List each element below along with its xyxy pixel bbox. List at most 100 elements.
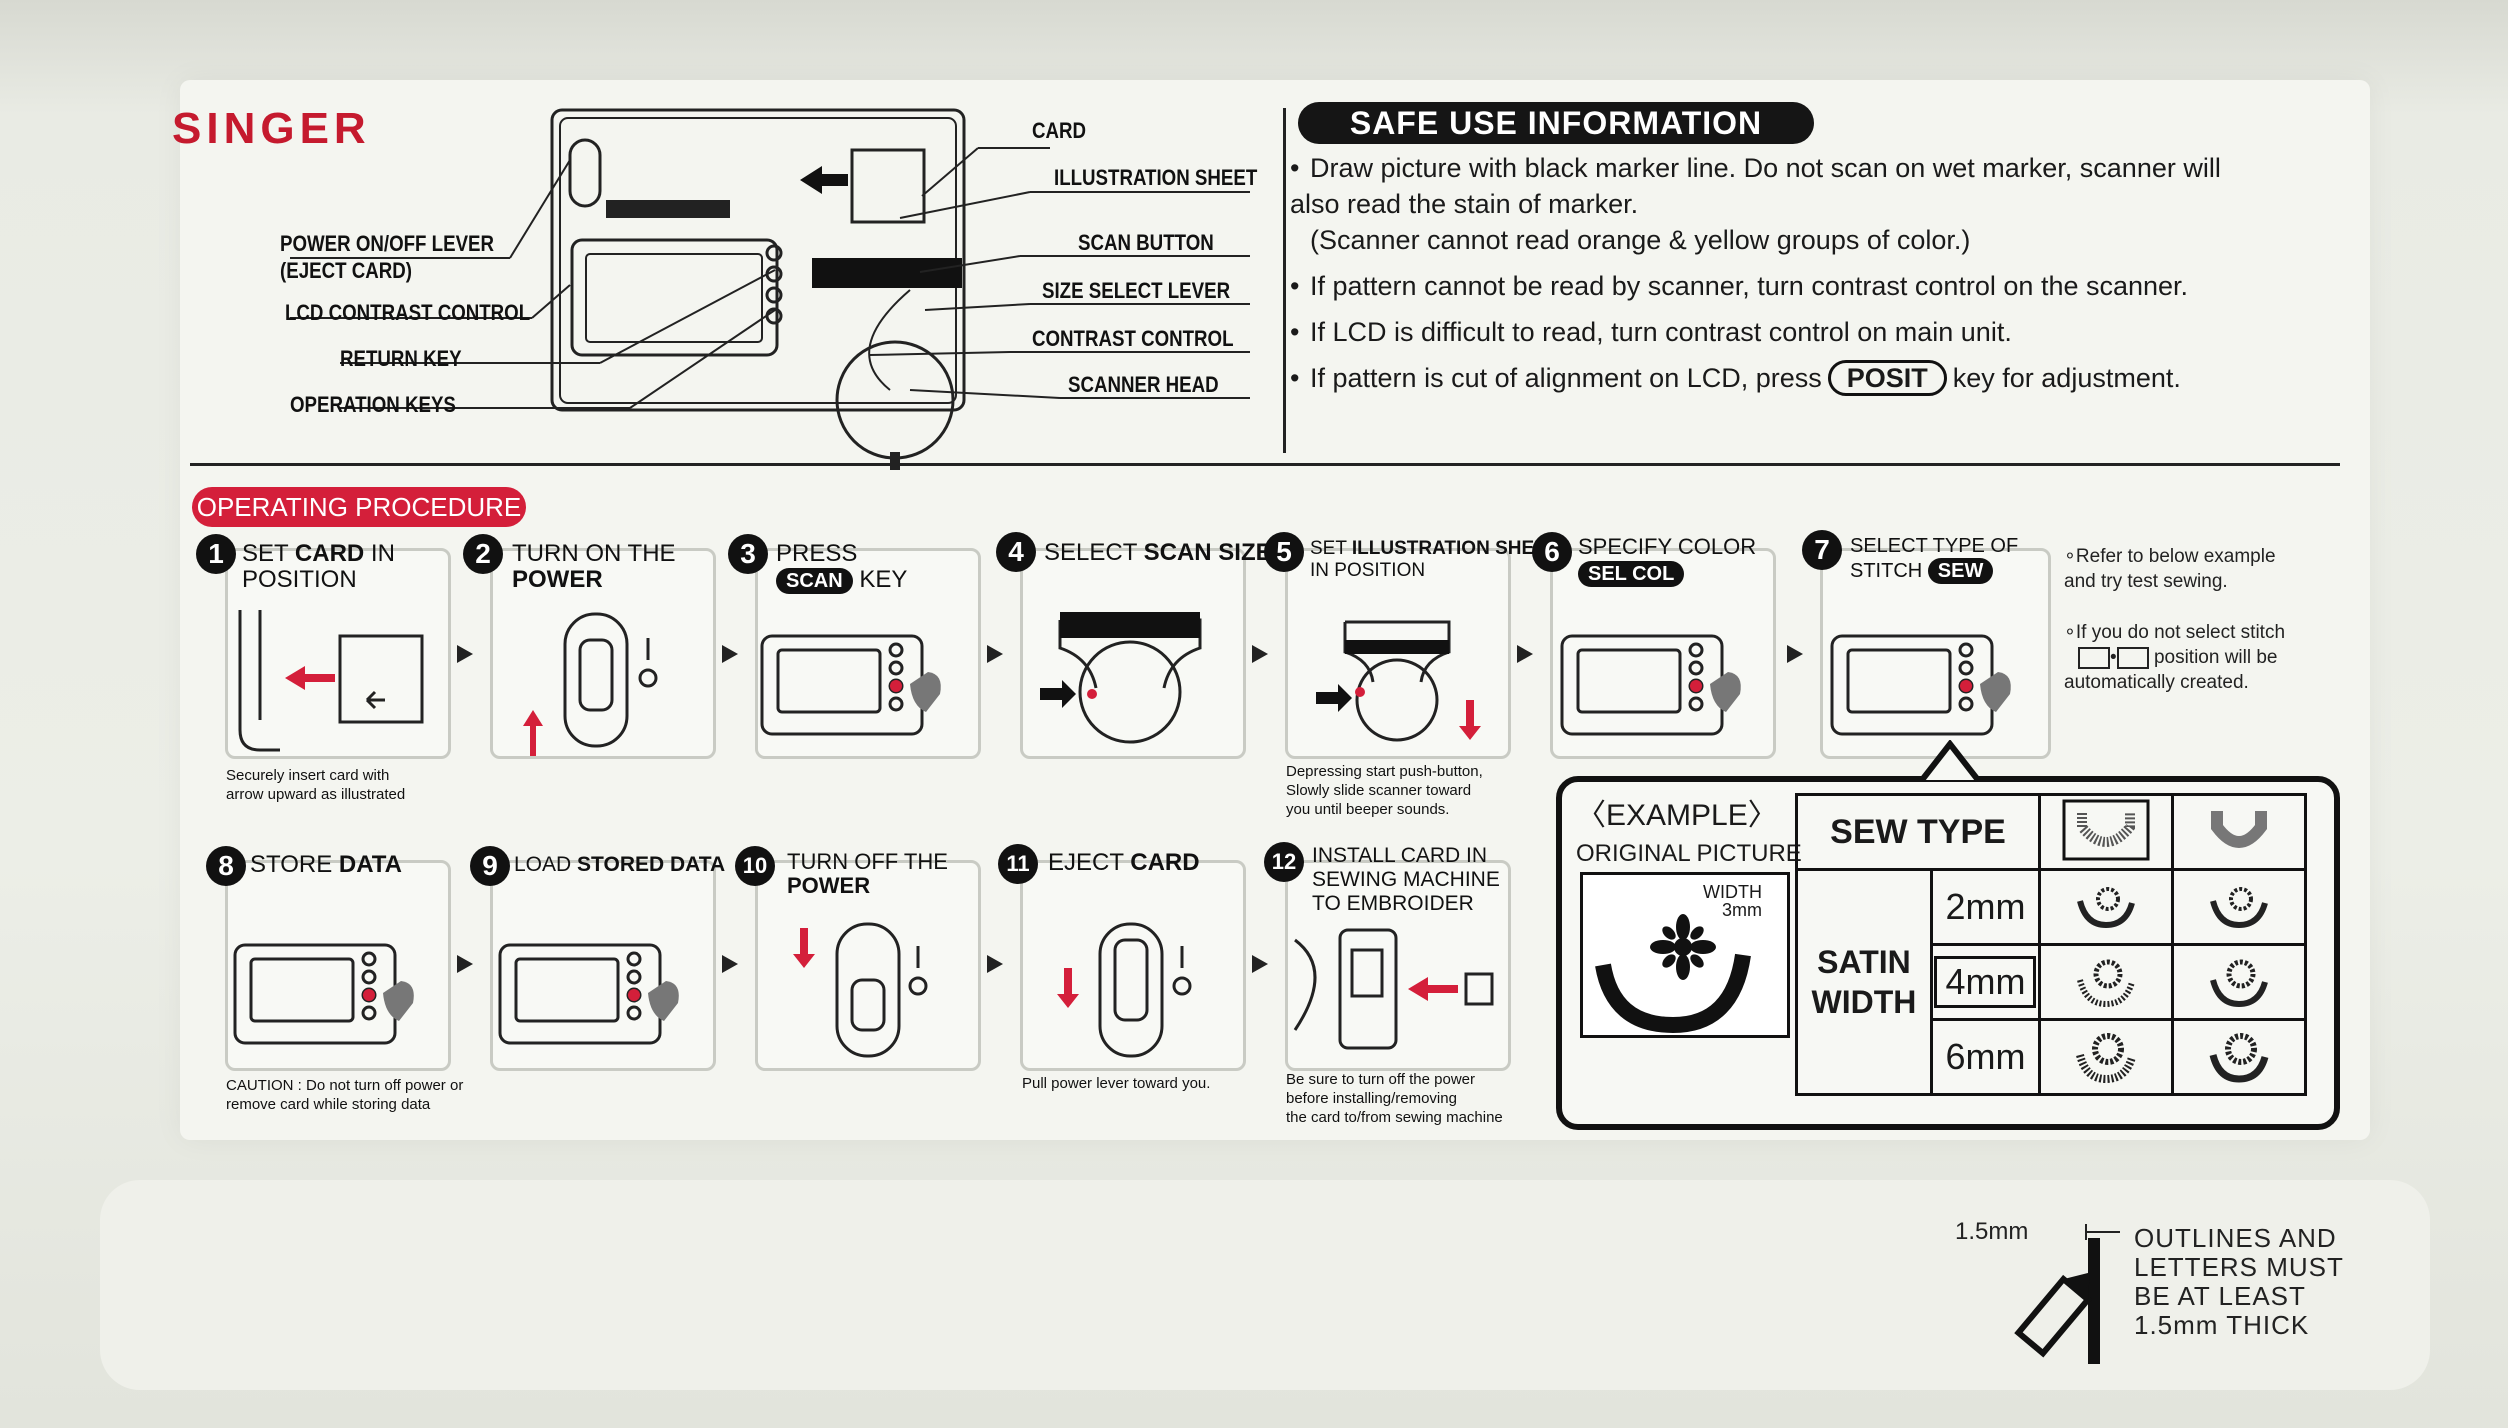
- step-box-2: [490, 548, 716, 759]
- step-number: 12: [1264, 842, 1304, 882]
- brand-logo: SINGER: [172, 104, 371, 153]
- step-number: 7: [1802, 530, 1842, 570]
- stitch-sample-icon: [2038, 868, 2174, 946]
- step-number: 5: [1264, 532, 1304, 572]
- safe-use-item: key for adjustment.: [1952, 363, 2181, 393]
- 4mm-icon: [2116, 646, 2149, 669]
- posit-key: POSIT: [1827, 360, 1947, 396]
- device-diagram: [290, 108, 1250, 470]
- step-box-11: [1020, 860, 1246, 1071]
- label-power-lever: POWER ON/OFF LEVER (EJECT CARD): [280, 231, 495, 283]
- sew-type-fill-icon: [2038, 793, 2174, 871]
- divider-vertical: [1283, 108, 1286, 453]
- safe-use-title: SAFE USE INFORMATION: [1298, 102, 1814, 144]
- sew-type-table: SEW TYPE SATIN WIDTH 2mm 4mm 6mm: [1795, 793, 2307, 1096]
- step-box-9: [490, 860, 716, 1071]
- step-title-7: SELECT TYPE OF STITCH SEW: [1850, 535, 2019, 584]
- step-title-3: PRESS SCAN KEY: [776, 540, 908, 594]
- step-box-8: [225, 860, 451, 1071]
- label-size-select: SIZE SELECT LEVER: [1042, 278, 1231, 303]
- step-number: 1: [196, 534, 236, 574]
- step-title-5: SET ILLUSTRATION SHEET IN POSITION: [1310, 538, 1559, 581]
- width-label: WIDTH 3mm: [1703, 882, 1762, 920]
- step-note-5: Depressing start push-button, Slowly sli…: [1286, 763, 1483, 818]
- label-lcd-contrast: LCD CONTRAST CONTROL: [285, 300, 531, 325]
- sel-col-key: SEL COL: [1578, 561, 1685, 587]
- step-arrow: [1517, 645, 1533, 663]
- stitch-sample-icon: [2171, 943, 2307, 1021]
- step-number: 3: [728, 534, 768, 574]
- callout-pointer: [1920, 740, 1980, 782]
- stitch-sample-icon: [2171, 868, 2307, 946]
- step-arrow: [1252, 645, 1268, 663]
- label-card: CARD: [1032, 118, 1087, 143]
- original-picture-label: ORIGINAL PICTURE: [1576, 840, 1802, 867]
- example-title: 〈EXAMPLE〉: [1576, 799, 1778, 832]
- step-arrow: [722, 645, 738, 663]
- original-picture: WIDTH 3mm: [1580, 872, 1790, 1038]
- safe-use-item: If LCD is difficult to read, turn contra…: [1310, 317, 2012, 347]
- safe-use-item: If pattern is cut of alignment on LCD, p…: [1310, 363, 1822, 393]
- flower-picture: [1595, 914, 1751, 1034]
- step-number: 9: [470, 846, 510, 886]
- step-note-1: Securely insert card with arrow upward a…: [226, 767, 406, 803]
- step-number: 11: [998, 844, 1038, 884]
- step-note-11: Pull power lever toward you.: [1022, 1075, 1211, 1092]
- sew-type-header: SEW TYPE: [1795, 793, 2041, 871]
- thickness-measure: 1.5mm: [1955, 1218, 2029, 1245]
- step-title-11: EJECT CARD: [1048, 849, 1200, 876]
- satin-width-label: SATIN WIDTH: [1795, 868, 1933, 1096]
- stitch-sample-icon: [2038, 943, 2174, 1021]
- step-arrow: [722, 955, 738, 973]
- step-title-4: SELECT SCAN SIZE: [1044, 539, 1272, 566]
- operating-procedure-title: OPERATING PROCEDURE: [192, 487, 526, 527]
- step-number: 4: [996, 532, 1036, 572]
- step-number: 6: [1532, 532, 1572, 572]
- step-arrow: [457, 645, 473, 663]
- size-4mm: 4mm: [1929, 943, 2042, 1021]
- size-6mm: 6mm: [1929, 1018, 2042, 1096]
- step-arrow: [457, 955, 473, 973]
- step-title-2: TURN ON THE POWER: [512, 540, 676, 593]
- side-note-default: ∘If you do not select stitch• position w…: [2064, 622, 2286, 693]
- step-title-10: TURN OFF THE POWER: [787, 849, 948, 898]
- step-arrow: [1787, 645, 1803, 663]
- step-arrow: [987, 955, 1003, 973]
- step-box-10: [755, 860, 981, 1071]
- step-number: 10: [735, 846, 775, 886]
- size-2mm: 2mm: [1929, 868, 2042, 946]
- sew-key: SEW: [1927, 558, 1994, 584]
- outline-requirement: OUTLINES AND LETTERS MUST BE AT LEAST 1.…: [2134, 1223, 2344, 1340]
- stitch-icon: [2078, 646, 2110, 669]
- label-scan-button: SCAN BUTTON: [1078, 230, 1214, 255]
- label-illustration-sheet: ILLUSTRATION SHEET: [1054, 165, 1258, 190]
- step-arrow: [1252, 955, 1268, 973]
- safe-use-item: Draw picture with black marker line. Do …: [1290, 153, 2221, 219]
- side-note-refer: ∘Refer to below example and try test sew…: [2064, 546, 2276, 592]
- sew-type-satin-icon: [2171, 793, 2307, 871]
- step-title-1: SET CARD IN POSITION: [242, 540, 395, 593]
- step-note-8: CAUTION : Do not turn off power or remov…: [226, 1077, 464, 1113]
- step-title-9: LOAD STORED DATA: [514, 853, 726, 876]
- stitch-sample-icon: [2038, 1018, 2174, 1096]
- safe-use-list: •Draw picture with black marker line. Do…: [1290, 150, 2270, 406]
- step-title-8: STORE DATA: [250, 851, 403, 878]
- step-box-4: [1020, 548, 1246, 759]
- label-contrast-control: CONTRAST CONTROL: [1032, 326, 1234, 351]
- step-title-12: INSTALL CARD IN SEWING MACHINE TO EMBROI…: [1312, 844, 1500, 915]
- label-return-key: RETURN KEY: [340, 346, 462, 371]
- safe-use-item: (Scanner cannot read orange & yellow gro…: [1310, 225, 1971, 255]
- step-box-1: [225, 548, 451, 759]
- step-number: 2: [463, 534, 503, 574]
- step-arrow: [987, 645, 1003, 663]
- step-number: 8: [206, 846, 246, 886]
- label-operation-keys: OPERATION KEYS: [290, 392, 456, 417]
- stitch-sample-icon: [2171, 1018, 2307, 1096]
- step-title-6: SPECIFY COLOR SEL COL: [1578, 534, 1757, 587]
- step-note-12: Be sure to turn off the power before ins…: [1286, 1071, 1503, 1126]
- step-box-12: [1285, 860, 1511, 1071]
- marker-icon: [2014, 1224, 2120, 1364]
- scan-key: SCAN: [776, 568, 853, 594]
- label-scanner-head: SCANNER HEAD: [1068, 372, 1219, 397]
